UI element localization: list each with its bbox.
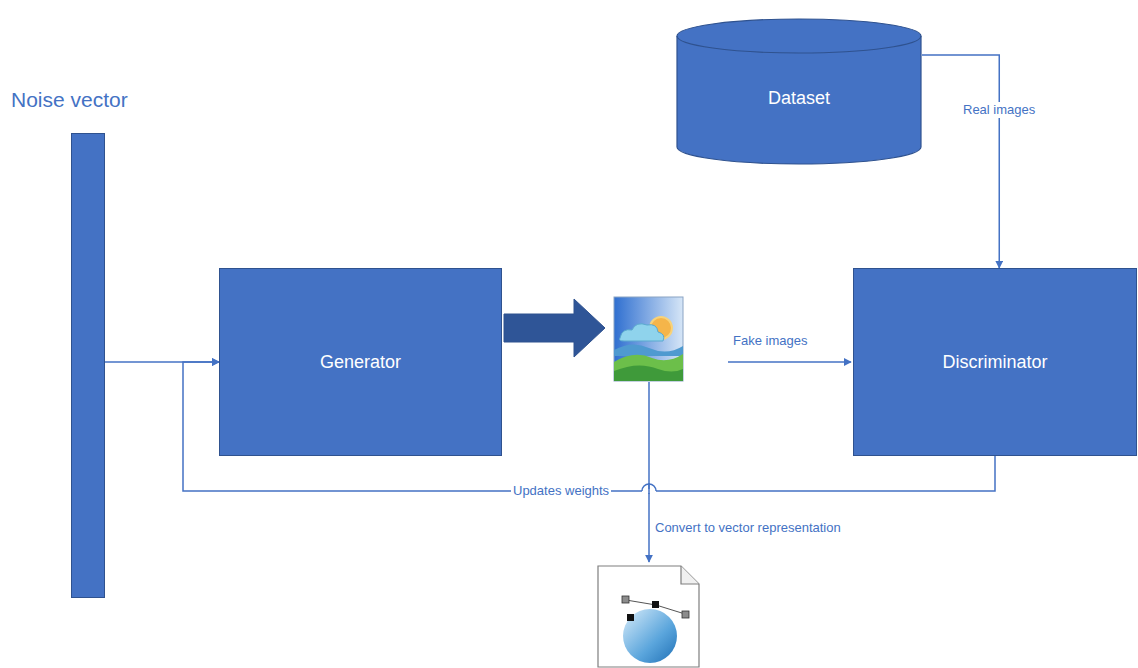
node-label: Dataset <box>768 88 830 109</box>
image-icon <box>614 297 683 381</box>
flow-arrow <box>728 361 851 363</box>
flow-label: Fake images <box>731 333 809 349</box>
noise-vector-bar: Noise vector <box>71 133 105 598</box>
flow-label: Convert to vector representation <box>653 520 843 536</box>
line-hop <box>642 484 656 491</box>
connector <box>922 55 999 268</box>
node-label: Generator <box>320 352 401 373</box>
edge-label: Real images <box>961 102 1037 118</box>
discriminator-box: Discriminator <box>853 268 1137 456</box>
dataset-cylinder: Dataset <box>676 18 922 165</box>
edge-label: Updates weights <box>511 483 611 499</box>
node-heading: Noise vector <box>11 88 128 112</box>
generator-box: Generator <box>219 268 502 456</box>
flow-arrow <box>648 382 650 562</box>
block-arrow <box>504 299 605 357</box>
node-label: Discriminator <box>942 352 1047 373</box>
vector-document-icon <box>598 566 699 667</box>
